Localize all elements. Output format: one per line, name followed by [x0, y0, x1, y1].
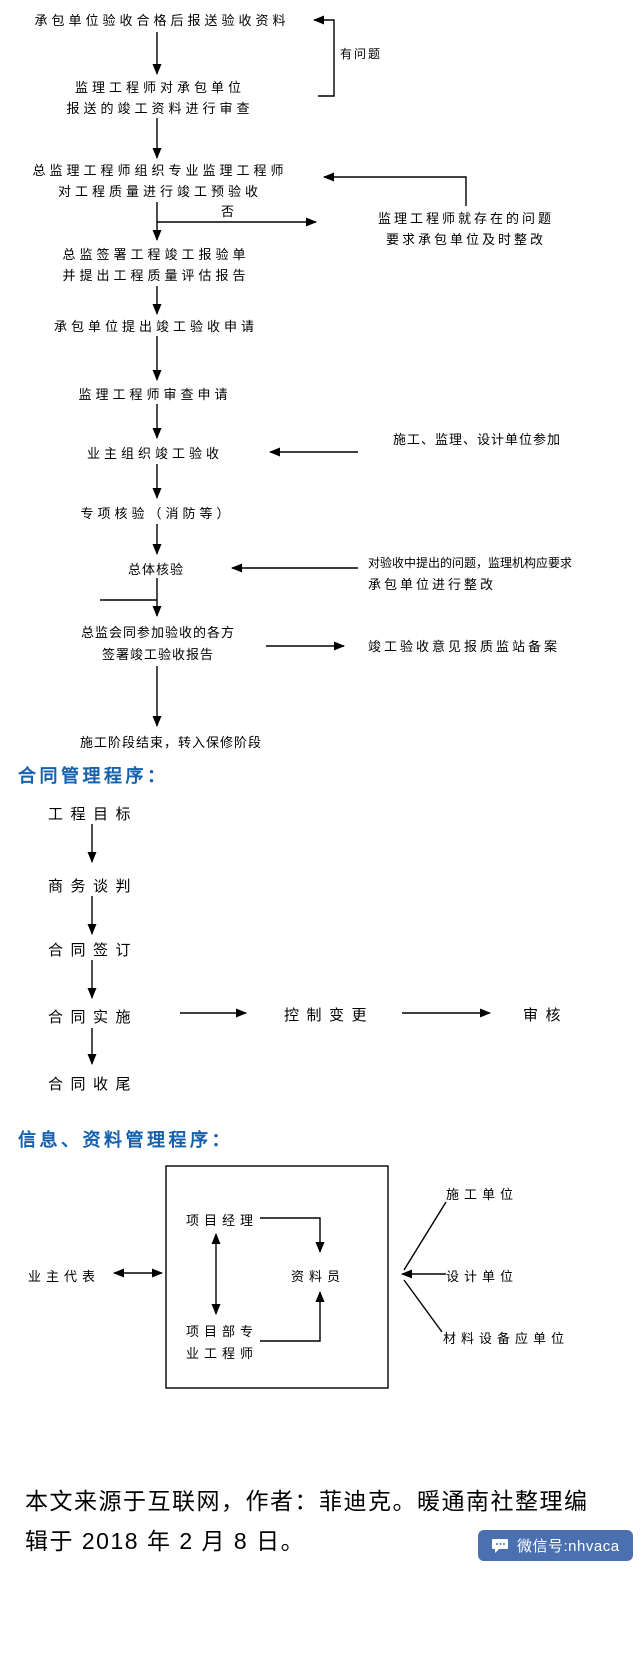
line-supplier-to-box	[403, 1279, 443, 1333]
contract-node-change-control: 控制变更	[284, 1007, 375, 1024]
contract-node-goal: 工程目标	[48, 806, 139, 823]
flow1-node-pre-acceptance-line1: 总监理工程师组织专业监理工程师	[32, 163, 288, 178]
info-box-border	[165, 1165, 389, 1389]
flow1-note-rectify-line2: 承包单位进行整改	[368, 577, 497, 592]
arrow-rework-to-n3	[323, 172, 467, 206]
flow1-node-submit-acceptance-materials: 承包单位验收合格后报送验收资料	[34, 13, 290, 28]
footer-source-line2: 辑于 2018 年 2 月 8 日。	[25, 1528, 306, 1554]
flow1-node-sign-acceptance-line1: 总监会同参加验收的各方	[80, 625, 236, 640]
flow1-node-special-check: 专项核验（消防等）	[80, 506, 234, 521]
contract-node-negotiation: 商务谈判	[48, 878, 139, 895]
flow1-note-rework-line2: 要求承包单位及时整改	[385, 232, 547, 247]
flow1-label-no: 否	[221, 204, 239, 219]
flow1-note-rework-line1: 监理工程师就存在的问题	[377, 211, 555, 226]
wechat-badge: 微信号:nhvaca	[478, 1530, 633, 1561]
flow1-node-pre-acceptance-line2: 对工程质量进行竣工预验收	[57, 184, 263, 199]
info-node-construction-unit: 施工单位	[446, 1187, 519, 1202]
info-node-owner-rep: 业主代表	[28, 1269, 101, 1284]
arrow-engineer-archivist	[260, 1291, 325, 1342]
arrow-pm-archivist	[260, 1217, 325, 1253]
contract-section-title: 合同管理程序：	[18, 766, 169, 786]
flow1-node-review-application: 监理工程师审查申请	[78, 387, 232, 402]
info-node-archivist: 资料员	[291, 1269, 346, 1284]
info-node-engineer-line1: 项目部专	[186, 1324, 259, 1339]
flow1-node-sign-report-line1: 总监签署工程竣工报验单	[62, 247, 250, 262]
footer-source-line1: 本文来源于互联网，作者：菲迪克。暖通南社整理编	[25, 1488, 589, 1514]
flow1-node-supervisor-review-line2: 报送的竣工资料进行审查	[66, 101, 254, 116]
flow1-node-overall-check: 总体核验	[127, 562, 185, 577]
info-node-project-manager: 项目经理	[186, 1213, 259, 1228]
flow1-node-owner-organize: 业主组织竣工验收	[86, 446, 224, 461]
contract-node-review: 审核	[523, 1007, 569, 1024]
info-node-design-unit: 设计单位	[446, 1269, 519, 1284]
flow1-node-sign-report-line2: 并提出工程质量评估报告	[62, 268, 250, 283]
info-node-engineer-line2: 业工程师	[186, 1346, 259, 1361]
flow1-node-warranty-stage: 施工阶段结束，转入保修阶段	[79, 735, 263, 750]
flow1-note-filing: 竣工验收意见报质监站备案	[368, 639, 561, 654]
contract-node-signing: 合同签订	[48, 942, 139, 959]
flow1-label-has-problem: 有问题	[340, 47, 383, 61]
flow1-note-participants: 施工、监理、设计单位参加	[393, 432, 562, 447]
flow1-node-sign-acceptance-line2: 签署竣工验收报告	[101, 647, 215, 662]
wechat-badge-label: 微信号:nhvaca	[517, 1538, 620, 1555]
info-node-supplier-unit: 材料设备应单位	[443, 1331, 570, 1346]
flow1-node-supervisor-review-line1: 监理工程师对承包单位	[74, 80, 246, 95]
wechat-chat-icon	[491, 1538, 509, 1554]
contract-node-implementation: 合同实施	[48, 1009, 139, 1026]
line-construction-to-box	[403, 1201, 447, 1271]
contract-node-closeout: 合同收尾	[48, 1076, 139, 1093]
flow1-node-apply-acceptance: 承包单位提出竣工验收申请	[53, 319, 259, 334]
flow1-note-rectify-line1: 对验收中提出的问题，监理机构应要求	[368, 556, 573, 570]
arrow-feedback-problem	[313, 15, 335, 97]
info-section-title: 信息、资料管理程序：	[18, 1130, 233, 1150]
